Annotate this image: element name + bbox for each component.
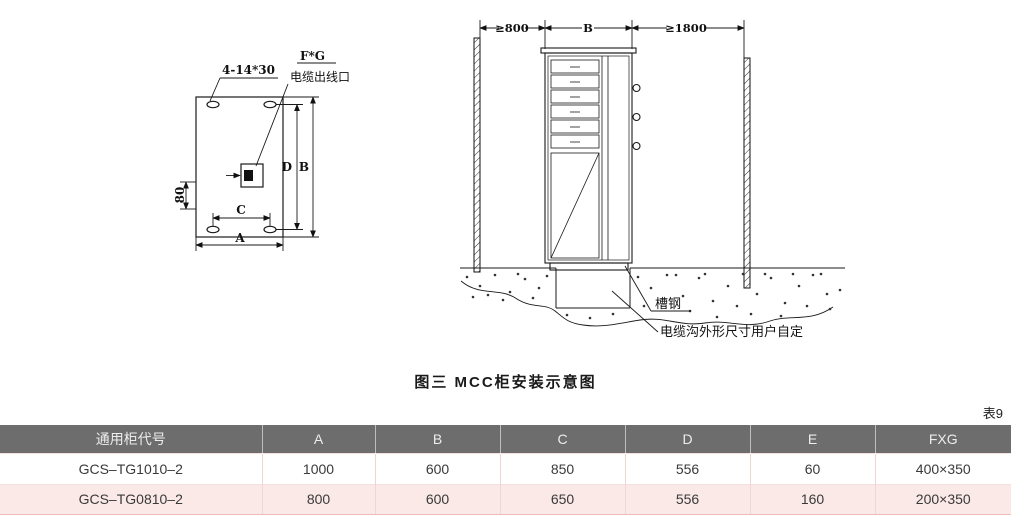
outlet-size-label: F*G (300, 49, 325, 63)
side-knob (632, 112, 641, 122)
figure-caption: 图三 MCC柜安装示意图 (414, 374, 597, 391)
cell-b: 600 (375, 484, 501, 515)
col-header-b: B (375, 425, 501, 453)
side-knob (632, 141, 641, 151)
dim-label-80: 80 (173, 187, 187, 204)
col-header-e: E (750, 425, 876, 453)
elevation-leader-lines (611, 265, 691, 333)
col-header-fxg: FXG (875, 425, 1011, 453)
col-header-a: A (262, 425, 376, 453)
cell-a: 1000 (262, 453, 376, 484)
left-clearance-label: ≥800 (495, 21, 529, 35)
dim-label-d: D (282, 160, 292, 174)
right-clearance-label: ≥1800 (665, 21, 707, 35)
col-header-c: C (500, 425, 626, 453)
cell-b: 600 (375, 453, 501, 484)
cell-d: 556 (625, 484, 751, 515)
plan-leader-lines (209, 62, 336, 179)
col-header-d: D (625, 425, 751, 453)
mcc-cabinet (540, 47, 641, 271)
left-wall (473, 37, 481, 273)
cable-outlet-label: 电缆出线口 (290, 70, 350, 84)
cell-c: 850 (500, 453, 626, 484)
clearance-dimension-lines (479, 20, 745, 58)
cell-c: 650 (500, 484, 626, 515)
table-row: GCS–TG0810–2 800 600 650 556 160 200×350 (0, 484, 1011, 515)
bolt-hole (263, 100, 277, 109)
table-number-label: 表9 (982, 406, 1003, 421)
soil-boundary (460, 280, 834, 327)
dim-label-b: B (299, 160, 309, 174)
cell-code: GCS–TG0810–2 (0, 484, 263, 515)
cabinet-spec-table: 通用柜代号 A B C D E FXG GCS–TG1010–2 1000 60… (0, 425, 1011, 515)
dim-label-c: C (236, 203, 246, 217)
cell-code: GCS–TG1010–2 (0, 453, 263, 484)
cell-fxg: 400×350 (915, 460, 971, 477)
dim-label-a: A (234, 231, 245, 245)
table-header-row: 通用柜代号 A B C D E FXG (0, 425, 1011, 453)
bolt-hole (263, 225, 277, 234)
lower-panel (550, 152, 600, 259)
bolt-hole-spec-label: 4-14*30 (222, 63, 275, 77)
channel-steel-base (549, 262, 629, 271)
bolt-hole (206, 225, 220, 234)
plan-view-drawing: 4-14*30 F*G 电缆出线口 D B 80 C A (173, 49, 350, 251)
bolt-hole (206, 100, 220, 109)
side-knob (632, 83, 641, 93)
cable-outlet-mark (244, 170, 253, 181)
col-header-code: 通用柜代号 (0, 425, 263, 453)
cell-fxg: 200×350 (915, 491, 971, 508)
cell-d: 556 (625, 453, 751, 484)
table-row: GCS–TG1010–2 1000 600 850 556 60 400×350 (0, 453, 1011, 484)
cable-outlet-opening (240, 163, 264, 188)
cell-e: 160 (750, 484, 876, 515)
drawer-units (550, 59, 600, 149)
cabinet-footprint-outline (195, 96, 284, 238)
elevation-view-drawing: ≥800 B ≥1800 (460, 20, 845, 339)
right-wall (743, 57, 751, 289)
ground-and-trench (460, 267, 845, 327)
cell-e: 60 (750, 453, 876, 484)
cell-a: 800 (262, 484, 376, 515)
cabinet-width-label: B (583, 21, 593, 35)
channel-steel-label: 槽钢 (655, 296, 681, 311)
cable-trench-label: 电缆沟外形尺寸用户自定 (660, 324, 803, 339)
concrete-stipple (465, 272, 842, 320)
plan-dimension-lines (180, 96, 319, 251)
